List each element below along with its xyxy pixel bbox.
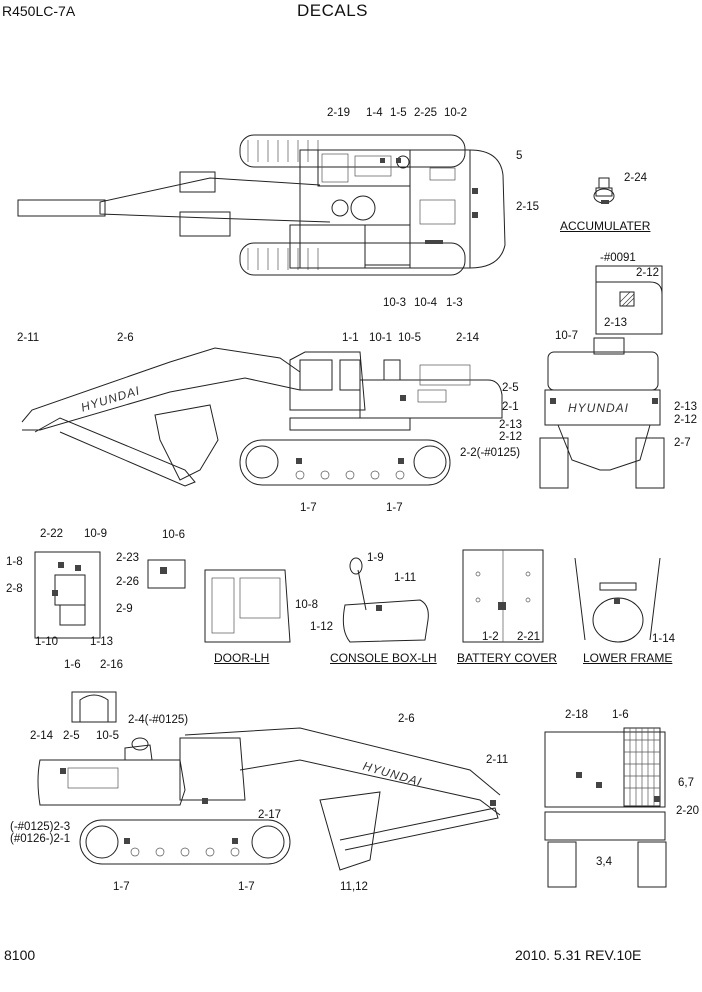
callout-label: 1-7 [113,881,130,893]
callout-label: 2-6 [117,332,134,344]
callout-label: 2-21 [517,631,541,643]
callout-label: 1-11 [394,572,417,584]
callout-label: 2-6 [398,713,415,725]
caption-battery-cover: BATTERY COVER [457,651,558,665]
callout-label: 3,4 [596,856,612,868]
front-view-drawing [544,727,667,888]
battery-cover-drawing [462,549,544,643]
callout-label: 2-2(-#0125) [460,447,521,459]
callout-label: 1-9 [367,552,384,564]
callout-label: 6,7 [678,777,694,789]
callout-label: 2-11 [17,332,40,344]
callout-label: 2-12 [674,414,698,426]
callout-label: 10-3 [383,297,407,309]
rear-view-drawing [539,337,665,489]
callout-label: 5 [516,150,523,162]
callout-label: -#0091 [600,252,636,264]
callout-label: 10-9 [84,528,108,540]
callout-label: 1-7 [300,502,317,514]
callout-label: 2-13 [604,317,628,329]
callout-label: 2-13 [674,401,698,413]
callout-label: (-#0125)2-3 [10,821,71,833]
callout-label: 2-13 [499,419,523,431]
caption-console-box-lh: CONSOLE BOX-LH [330,651,437,665]
callout-label: 1-12 [310,621,334,633]
callout-label: 2-12 [499,431,523,443]
callout-label: 1-2 [482,631,499,643]
callout-label: 10-4 [414,297,438,309]
callout-label: 2-4(-#0125) [128,714,189,726]
callout-label: 2-16 [100,659,124,671]
serial-inset-drawing [595,265,663,335]
callout-label: 2-8 [6,583,23,595]
callout-label: 2-22 [40,528,64,540]
callout-label: 2-17 [258,809,282,821]
caption-door-lh: DOOR-LH [214,651,270,665]
cab-inside-drawing [34,551,101,639]
callout-label: 2-5 [63,730,80,742]
callout-label: 2-9 [116,603,133,615]
caption-lower-frame: LOWER FRAME [583,651,673,665]
callout-label: 2-14 [456,332,480,344]
callout-label: 1-10 [35,636,59,648]
callout-label: 2-1 [502,401,519,413]
callout-label: 2-12 [636,267,660,279]
callout-label: 2-18 [565,709,589,721]
callout-label: 10-2 [444,107,468,119]
callout-label: 1-7 [238,881,255,893]
callout-label: 2-23 [116,552,140,564]
callout-label: 2-5 [502,382,519,394]
accumulator-drawing [593,177,615,204]
callout-label: 1-4 [366,107,383,119]
console-box-drawing [342,557,429,643]
callout-label: 2-24 [624,172,648,184]
callout-label: 1-8 [6,556,23,568]
hyundai-logo-rear: HYUNDAI [568,401,630,415]
callout-label: 2-19 [327,107,351,119]
callout-label: 2-15 [516,201,540,213]
door-lh-drawing [147,559,291,643]
callout-label: 1-6 [64,659,81,671]
callout-label: 11,12 [340,881,368,893]
top-view-drawing [17,134,506,276]
callout-label: 2-7 [674,437,691,449]
callout-label: 1-5 [390,107,407,119]
callout-label: 2-20 [676,805,700,817]
callout-label: 2-14 [30,730,54,742]
callout-label: 1-6 [612,709,629,721]
callout-label: 1-3 [446,297,463,309]
callout-label: 1-13 [90,636,114,648]
callout-label: (#0126-)2-1 [10,833,71,845]
page-title: DECALS [297,1,369,20]
callout-label: 10-6 [162,529,186,541]
left-side-view-drawing [21,347,503,487]
callout-label: 10-8 [295,599,319,611]
callout-label: 2-26 [116,576,140,588]
model-number: R450LC-7A [2,3,76,19]
callout-label: 1-7 [386,502,403,514]
callout-label: 10-1 [369,332,393,344]
lower-frame-drawing [574,557,661,643]
page-number: 8100 [4,947,36,963]
revision-date: 2010. 5.31 REV.10E [515,947,642,963]
right-side-view-drawing [37,691,501,871]
callout-label: 10-5 [398,332,422,344]
callout-label: 2-11 [486,754,509,766]
caption-accumulater: ACCUMULATER [560,219,651,233]
callout-label: 1-1 [342,332,359,344]
callout-label: 1-14 [652,633,676,645]
callout-label: 10-7 [555,330,579,342]
callout-label: 10-5 [96,730,120,742]
callout-label: 2-25 [414,107,438,119]
